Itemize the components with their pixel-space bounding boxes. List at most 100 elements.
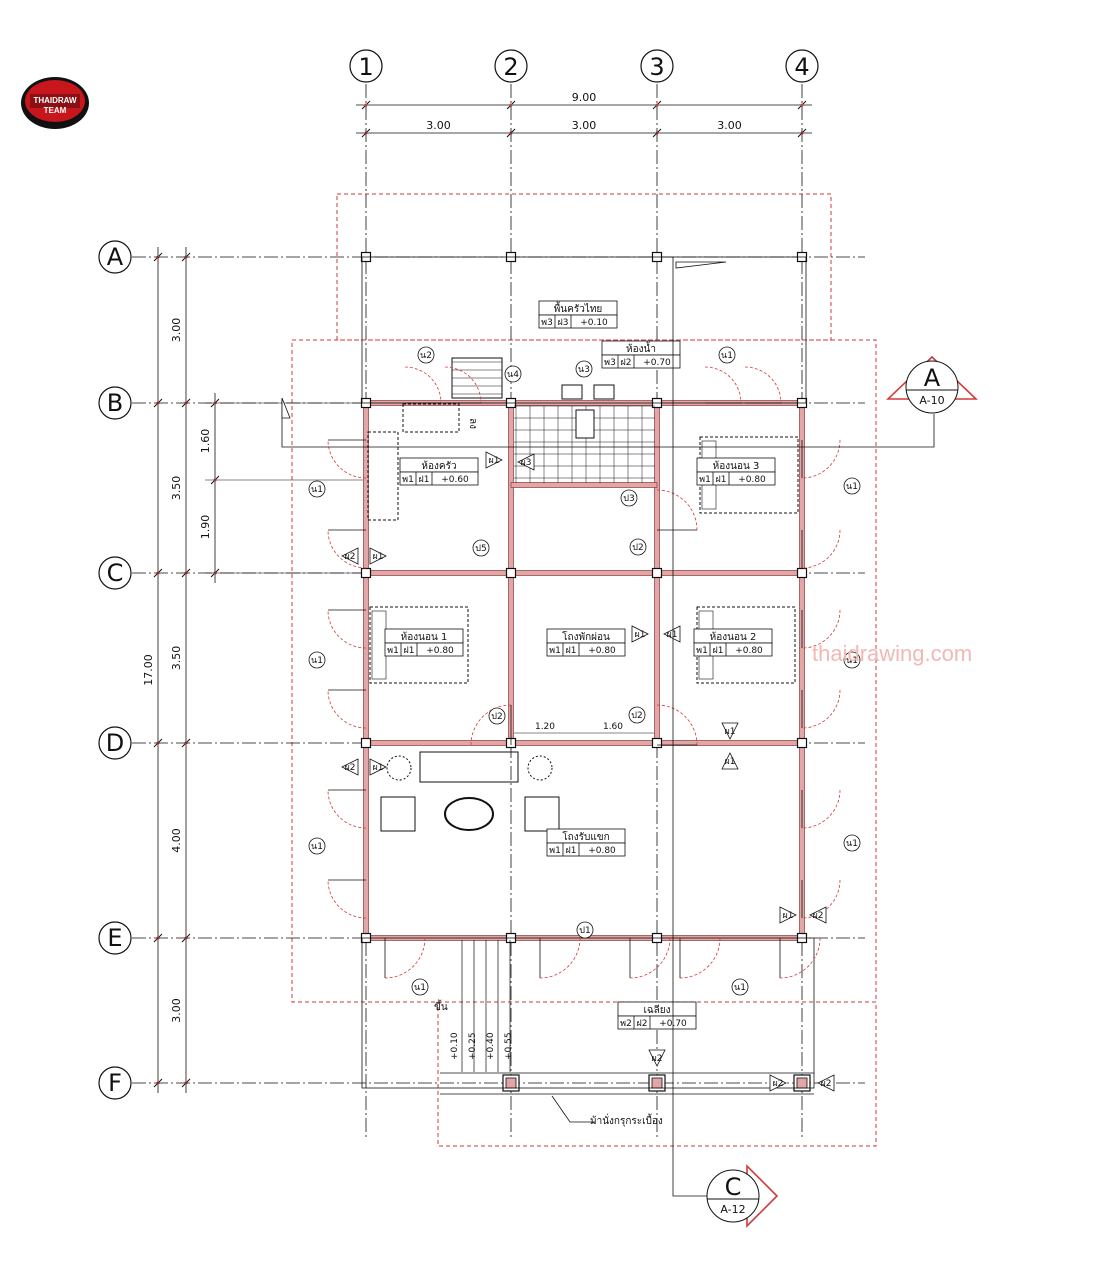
bench-label: ม้านั่งกรุกระเบื้อง xyxy=(590,1113,663,1127)
wall-tag-4: ผ1 xyxy=(631,625,649,643)
room-living-ceiling: ฝ1 xyxy=(566,846,577,856)
room-bedroom-3-floor: พ1 xyxy=(699,475,711,485)
step-level-1: +0.25 xyxy=(468,1032,478,1060)
wall-tag-5: ผ1 xyxy=(663,625,681,643)
stair-down-label: ลง xyxy=(467,418,478,429)
grid-label-col-3: 3 xyxy=(649,53,664,81)
wall-tag-8-shape xyxy=(721,722,739,740)
wall-tag-10-shape xyxy=(779,906,797,924)
top-door-swing-1 xyxy=(444,366,482,404)
grid-label-col-4: 4 xyxy=(794,53,809,81)
stair-up-label: ขึ้น xyxy=(434,999,448,1013)
bed-room-1-pillow xyxy=(371,610,387,680)
wall-tag-12-text: ผ2 xyxy=(652,1054,663,1064)
section-a-line xyxy=(281,400,935,448)
opening-tag-7: น1 xyxy=(843,651,861,669)
section-c-flag xyxy=(675,261,727,269)
step-level-3: +0.55 xyxy=(504,1032,514,1060)
dim-tick-top-2-dot xyxy=(655,103,659,107)
kitchen-cabinet xyxy=(367,431,399,521)
plant-left xyxy=(386,755,412,781)
top-door-swing-2 xyxy=(704,366,742,404)
window-swing-right-1 xyxy=(801,529,841,569)
grid-label-col-1: 1 xyxy=(358,53,373,81)
grid-bubble-row-5 xyxy=(98,1066,132,1100)
wall-c-line xyxy=(365,570,803,576)
opening-tag-7-text: น1 xyxy=(846,656,858,666)
wall-tag-13-text: ผ2 xyxy=(773,1079,784,1089)
column-1-2 xyxy=(505,567,517,579)
grid-bubble-row-4 xyxy=(98,921,132,955)
opening-tag-12-text: ป3 xyxy=(623,494,634,504)
opening-tag-13-circle xyxy=(472,539,490,557)
room-kitchen-name: ห้องครัว xyxy=(421,460,456,472)
room-bedroom-1-level: +0.80 xyxy=(426,646,454,656)
opening-tag-14-circle xyxy=(629,538,647,556)
opening-tag-12-circle xyxy=(620,489,638,507)
opening-tag-5-text: น1 xyxy=(846,482,858,492)
step-level-2: +0.40 xyxy=(486,1032,496,1060)
wall-tag-3-text: ผ1 xyxy=(373,552,384,562)
section-marker-c-letter: C xyxy=(725,1173,742,1201)
column-0-2 xyxy=(360,567,372,579)
wall-tag-9-shape xyxy=(721,752,739,770)
wall-tag-14-text: ผ2 xyxy=(821,1079,832,1089)
bench-leader xyxy=(551,1095,595,1123)
room-bedroom-3-name: ห้องนอน 3 xyxy=(713,460,760,472)
opening-tag-9: น1 xyxy=(843,834,861,852)
wall-tag-3: ผ1 xyxy=(369,547,387,565)
coffee-table xyxy=(444,797,494,831)
wall-tag-10-text: ผ1 xyxy=(783,911,794,921)
room-bathroom-level: +0.70 xyxy=(643,358,671,368)
room-kitchen-ceiling: ฝ1 xyxy=(419,475,430,485)
wall-tag-5-text: ผ1 xyxy=(667,630,678,640)
room-hall-spec-box xyxy=(546,642,626,657)
opening-tag-13: ป5 xyxy=(472,539,490,557)
logo-brand: THAIDRAW xyxy=(33,96,77,105)
room-hall-floor: พ1 xyxy=(549,646,561,656)
bed-room-1-frame xyxy=(369,606,469,684)
opening-tag-9-text: น1 xyxy=(846,839,858,849)
opening-tag-8-text: น1 xyxy=(311,842,323,852)
opening-tag-9-circle xyxy=(843,834,861,852)
room-terrace-name: เฉลียง xyxy=(643,1004,670,1016)
grid-bubble-col-2 xyxy=(494,49,528,83)
plant-right xyxy=(527,755,553,781)
room-bedroom-1-floor: พ1 xyxy=(387,646,399,656)
column-f-2-core xyxy=(505,1077,517,1089)
opening-tag-14-text: ป2 xyxy=(632,543,643,553)
opening-tag-2-text: น3 xyxy=(578,365,590,375)
opening-tag-0-text: น2 xyxy=(420,351,432,361)
room-terrace-spec-box xyxy=(617,1015,697,1030)
window-swing-right-2 xyxy=(801,609,841,649)
opening-tag-6: น1 xyxy=(308,651,326,669)
column-3-2 xyxy=(796,567,808,579)
opening-tag-3: น4 xyxy=(504,365,522,383)
opening-tag-12: ป3 xyxy=(620,489,638,507)
opening-tag-16-text: ป2 xyxy=(631,711,642,721)
room-bathroom-name: ห้องน้ำ xyxy=(626,341,656,355)
room-hall-level: +0.80 xyxy=(588,646,616,656)
wall-tag-1-shape xyxy=(517,453,535,471)
opening-tag-3-circle xyxy=(504,365,522,383)
opening-tag-10-circle xyxy=(411,978,429,996)
wall-tag-0-text: ผ1 xyxy=(489,456,500,466)
grid-bubble-col-3 xyxy=(640,49,674,83)
opening-tag-13-text: ป5 xyxy=(475,544,486,554)
room-hall-name: โถงพักผ่อน xyxy=(562,630,610,643)
dim-row-span-1: 3.50 xyxy=(170,476,183,501)
wall-tag-5-shape xyxy=(663,625,681,643)
wall-tag-11-shape xyxy=(809,906,827,924)
grid-bubble-row-2 xyxy=(98,556,132,590)
wall-tag-14: ผ2 xyxy=(817,1074,835,1092)
column-f-4-core xyxy=(796,1077,808,1089)
opening-tag-2: น3 xyxy=(575,360,593,378)
room-thai-kitchen-ceiling: ฝ3 xyxy=(558,318,569,328)
wall-tag-9-text: ผ1 xyxy=(725,757,736,767)
room-living-name: โถงรับแขก xyxy=(562,830,609,843)
wall-tag-7: ผ1 xyxy=(369,758,387,776)
opening-tag-0: น2 xyxy=(417,346,435,364)
window-swing-left-1 xyxy=(327,529,367,569)
